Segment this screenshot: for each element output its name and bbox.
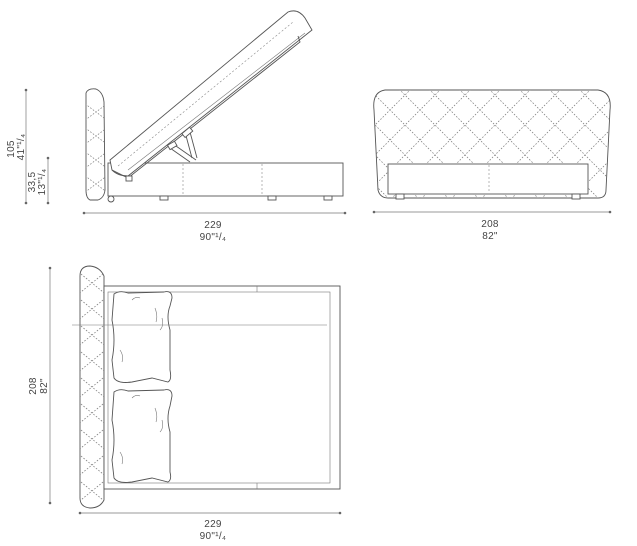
front-width-in: 82" <box>482 231 498 242</box>
top-pillow-1 <box>111 291 173 383</box>
top-length-dimension: 229 90"¹/₄ <box>78 511 342 542</box>
top-width-in: 82" <box>39 378 50 394</box>
side-frame-height-in: 13"¹/₄ <box>37 169 48 196</box>
front-base-frame <box>387 163 589 200</box>
side-headboard <box>85 88 106 201</box>
side-length-cm: 229 <box>204 220 222 231</box>
front-width-dimension: 208 82" <box>372 210 612 242</box>
side-length-in: 90"¹/₄ <box>200 232 227 243</box>
top-length-in: 90"¹/₄ <box>200 531 227 542</box>
top-length-cm: 229 <box>204 519 222 530</box>
side-frame-height-cm: 33,5 <box>27 172 38 193</box>
top-view: 208 82" 229 90"¹/₄ <box>28 265 342 542</box>
side-total-height-cm: 105 <box>6 140 17 158</box>
top-width-dimension: 208 82" <box>28 266 52 505</box>
front-width-cm: 208 <box>481 219 499 230</box>
side-view: 105 41"¹/₄ 33,5 13"¹/₄ 229 90"¹/₄ <box>6 10 347 243</box>
side-base-frame <box>107 162 344 203</box>
front-view: 208 82" <box>372 89 612 242</box>
top-pillow-2 <box>111 389 173 483</box>
side-total-height-in: 41"¹/₄ <box>16 134 27 161</box>
side-length-dimension: 229 90"¹/₄ <box>82 211 347 243</box>
side-height-dimensions: 105 41"¹/₄ 33,5 13"¹/₄ <box>6 88 50 205</box>
side-lifted-platform <box>109 10 313 182</box>
top-headboard <box>79 265 105 509</box>
top-width-cm: 208 <box>28 377 39 395</box>
